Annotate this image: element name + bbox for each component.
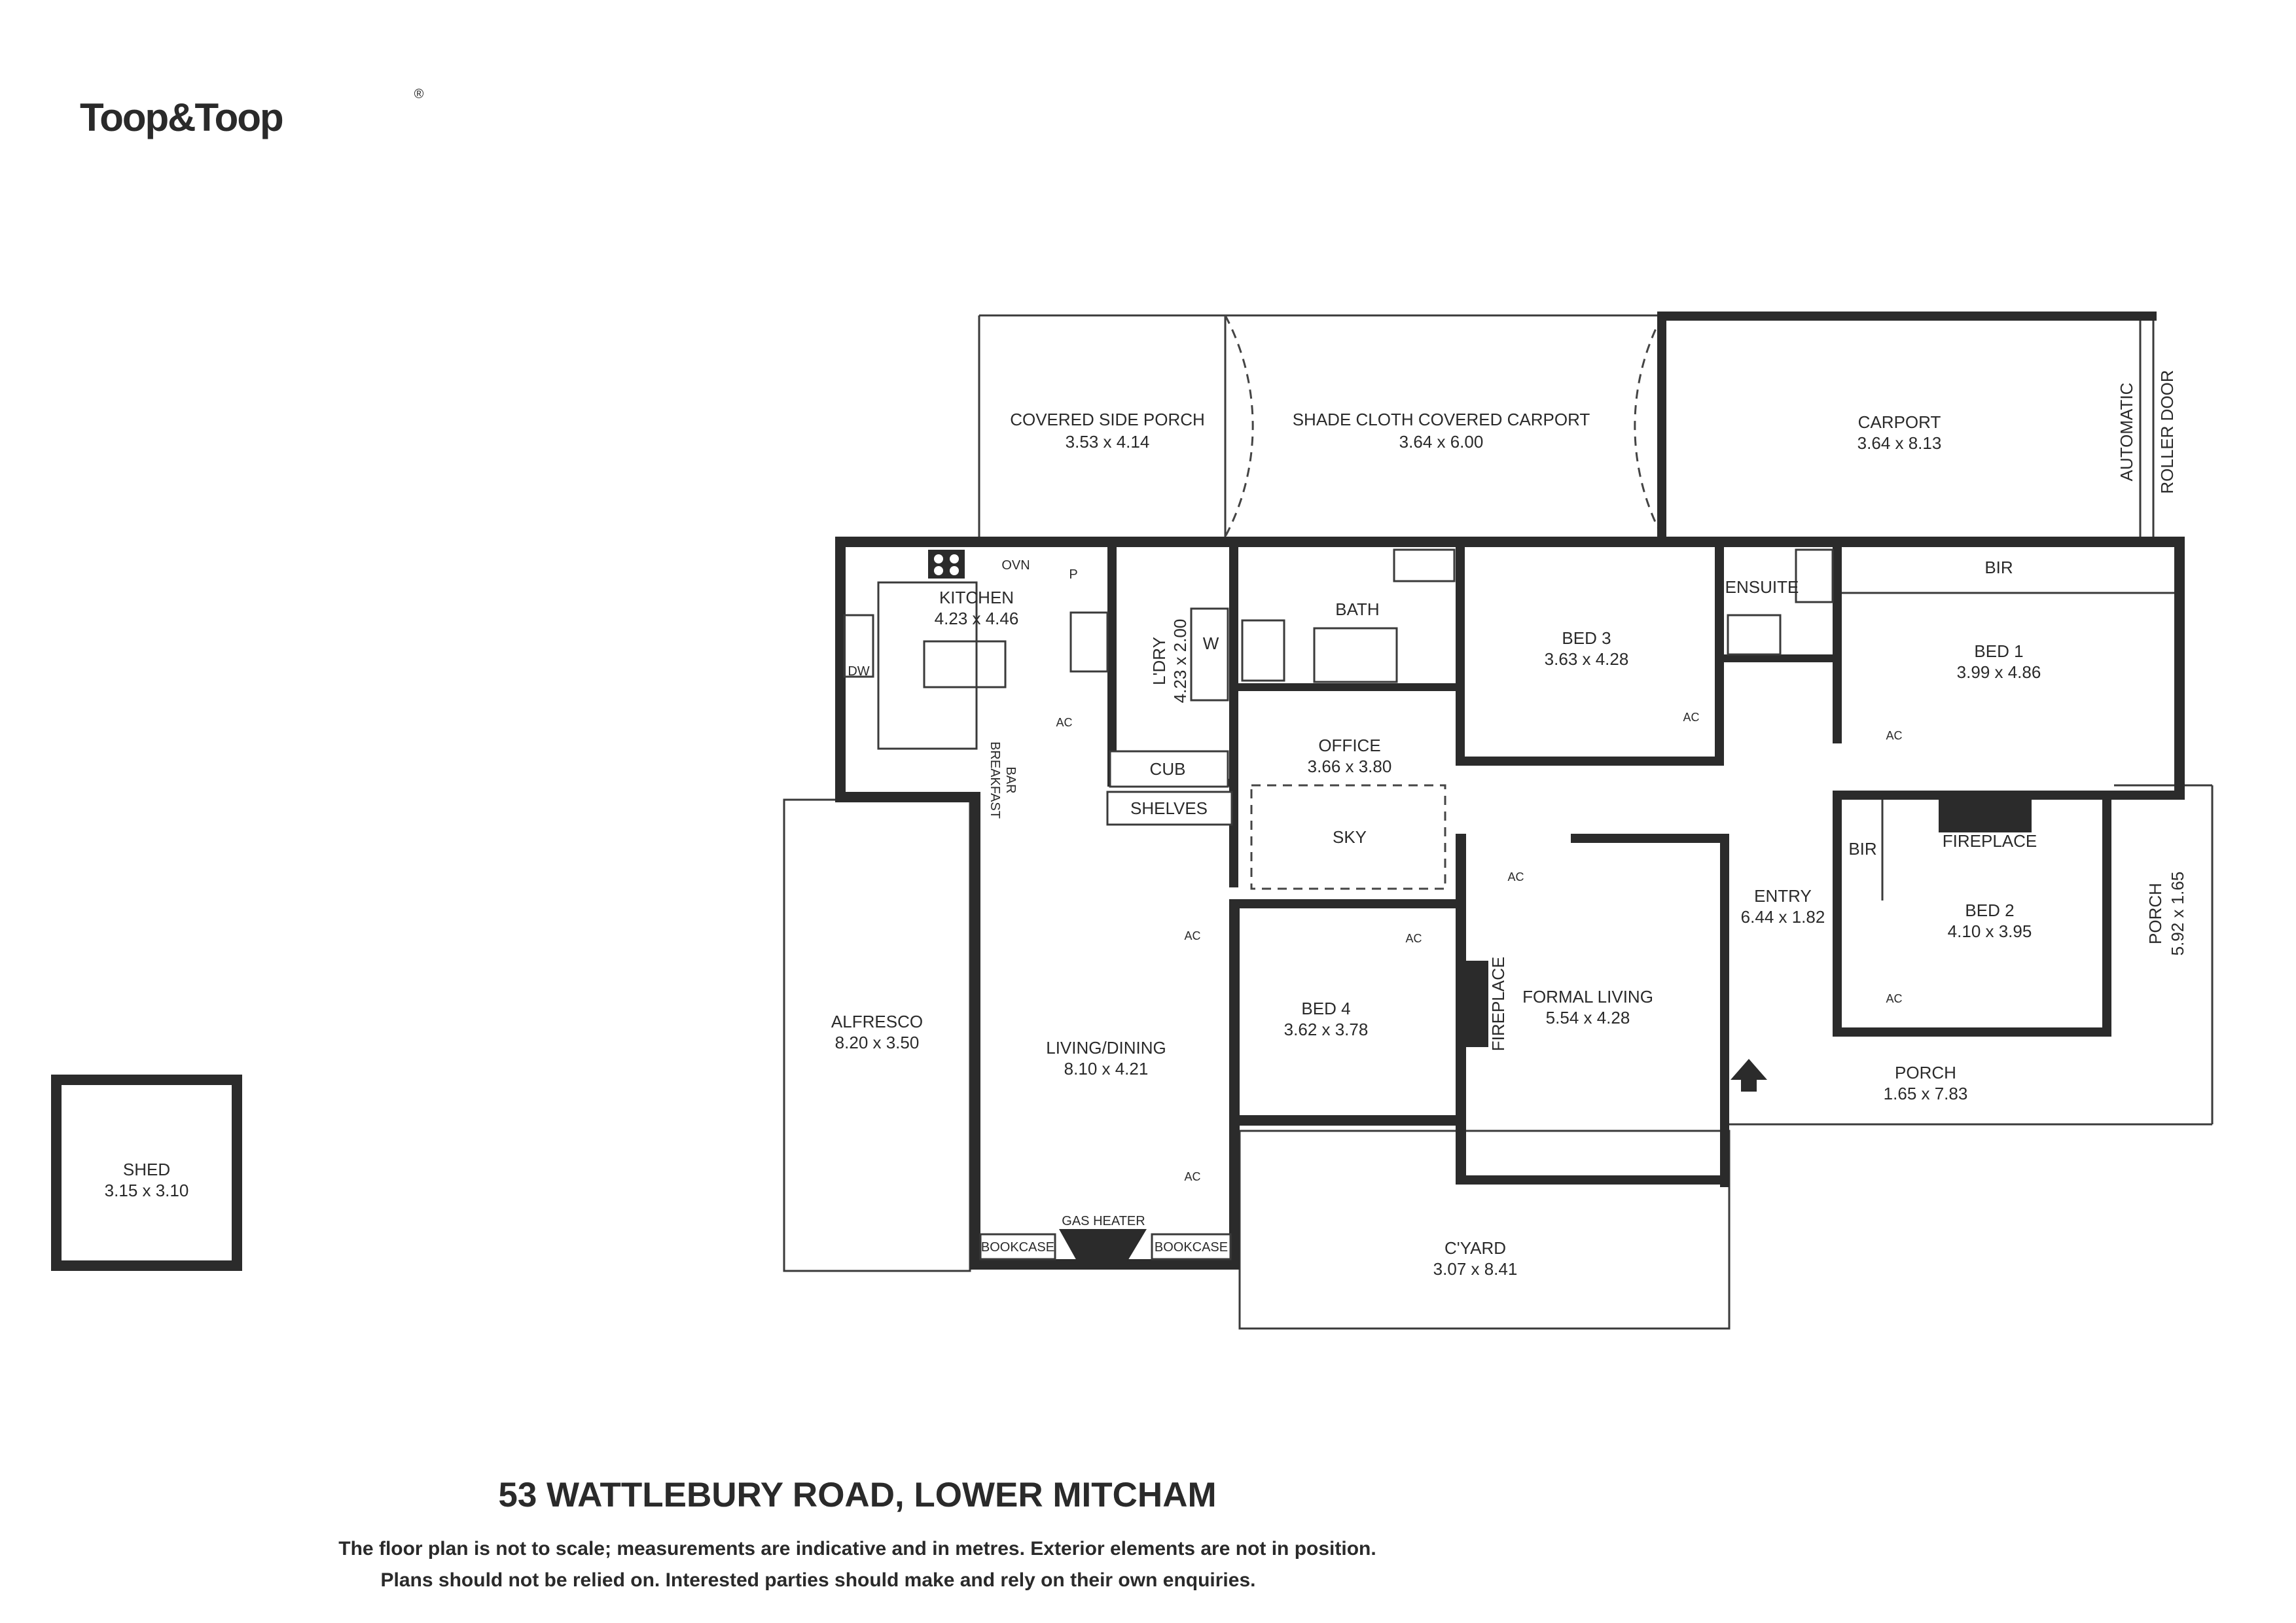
room-living-dining-name: LIVING/DINING <box>1046 1038 1166 1058</box>
dishwasher-label: DW <box>848 664 869 679</box>
bookcase-right-label: BOOKCASE <box>1155 1240 1228 1255</box>
room-porch-front-name: PORCH <box>1895 1063 1956 1082</box>
room-laundry-size: 4.23 x 2.00 <box>1170 619 1190 704</box>
ac-marker: AC <box>1683 711 1699 724</box>
room-formal-living-size: 5.54 x 4.28 <box>1546 1008 1630 1027</box>
room-alfresco-size: 8.20 x 3.50 <box>835 1033 920 1052</box>
skylight-outline <box>1250 784 1446 890</box>
bed2-bir-label: BIR <box>1848 839 1876 859</box>
room-bed4-name: BED 4 <box>1301 999 1350 1018</box>
room-porch-side-name: PORCH <box>2145 883 2165 944</box>
bed2-fireplace-label: FIREPLACE <box>1943 831 2037 851</box>
carport-gate-swing <box>1224 315 1254 537</box>
room-office-size: 3.66 x 3.80 <box>1308 757 1392 776</box>
room-shed-size: 3.15 x 3.10 <box>105 1181 189 1200</box>
formal-fireplace-label: FIREPLACE <box>1488 957 1508 1052</box>
room-shed-name: SHED <box>123 1160 170 1179</box>
oven-label: OVN <box>1001 558 1030 573</box>
room-bed3-name: BED 3 <box>1562 628 1611 648</box>
breakfast-label-2: BAR <box>1003 766 1018 793</box>
room-kitchen-name: KITCHEN <box>939 588 1014 607</box>
automatic-label: AUTOMATIC <box>2117 383 2136 482</box>
brand-logo: Toop&Toop <box>80 96 283 139</box>
room-formal-living-name: FORMAL LIVING <box>1522 987 1653 1007</box>
room-bed4-size: 3.62 x 3.78 <box>1284 1020 1369 1039</box>
washer-label: W <box>1203 633 1219 653</box>
ensuite-label: ENSUITE <box>1725 577 1799 597</box>
room-carport-size: 3.64 x 8.13 <box>1857 433 1942 453</box>
room-kitchen-size: 4.23 x 4.46 <box>935 609 1019 628</box>
disclaimer-line-1: The floor plan is not to scale; measurem… <box>338 1538 1376 1560</box>
fixtures <box>51 548 2174 1271</box>
ac-marker: AC <box>1184 1170 1200 1183</box>
bed1-bir-label: BIR <box>1984 558 2013 577</box>
property-address: 53 WATTLEBURY ROAD, LOWER MITCHAM <box>498 1476 1216 1514</box>
ac-marker: AC <box>1886 992 1902 1005</box>
exterior-walls <box>835 312 2185 1270</box>
cub-label: CUB <box>1150 759 1186 779</box>
room-alfresco-name: ALFRESCO <box>831 1012 923 1031</box>
shelves-label: SHELVES <box>1130 798 1208 818</box>
room-labels: COVERED SIDE PORCH 3.53 x 4.14 SHADE CLO… <box>105 370 2187 1279</box>
room-porch-front-size: 1.65 x 7.83 <box>1884 1084 1968 1103</box>
ac-marker: AC <box>1405 932 1422 945</box>
room-shade-carport-size: 3.64 x 6.00 <box>1399 432 1484 452</box>
ac-marker: AC <box>1056 716 1072 729</box>
room-entry-size: 6.44 x 1.82 <box>1741 907 1825 927</box>
sky-label: SKY <box>1333 827 1367 847</box>
room-courtyard-size: 3.07 x 8.41 <box>1433 1259 1518 1279</box>
room-bed1-size: 3.99 x 4.86 <box>1957 662 2041 682</box>
ac-marker: AC <box>1507 870 1524 883</box>
room-covered-side-porch-size: 3.53 x 4.14 <box>1066 432 1150 452</box>
breakfast-label-1: BREAKFAST <box>988 741 1002 819</box>
roller-door-label: ROLLER DOOR <box>2157 370 2177 493</box>
bookcase-left-label: BOOKCASE <box>981 1240 1054 1255</box>
room-laundry-name: L'DRY <box>1149 637 1169 685</box>
ac-marker: AC <box>1886 729 1902 742</box>
ac-marker: AC <box>1184 929 1200 942</box>
room-bed2-name: BED 2 <box>1965 901 2014 920</box>
room-bed1-name: BED 1 <box>1974 641 2023 661</box>
room-entry-name: ENTRY <box>1754 886 1812 906</box>
bath-label: BATH <box>1335 599 1379 619</box>
room-porch-side-size: 5.92 x 1.65 <box>2168 872 2187 956</box>
room-bed2-size: 4.10 x 3.95 <box>1948 921 2032 941</box>
room-carport-name: CARPORT <box>1858 412 1941 432</box>
room-covered-side-porch-name: COVERED SIDE PORCH <box>1010 410 1205 429</box>
room-shade-carport-name: SHADE CLOTH COVERED CARPORT <box>1293 410 1590 429</box>
disclaimer-line-2: Plans should not be relied on. Intereste… <box>381 1569 1256 1591</box>
room-bed3-size: 3.63 x 4.28 <box>1545 649 1629 669</box>
room-courtyard-name: C'YARD <box>1444 1238 1506 1258</box>
pantry-label: P <box>1069 567 1077 582</box>
room-living-dining-size: 8.10 x 4.21 <box>1064 1059 1149 1079</box>
gas-heater-label: GAS HEATER <box>1062 1214 1145 1228</box>
room-office-name: OFFICE <box>1318 736 1380 755</box>
registered-mark: ® <box>414 87 424 101</box>
carport-gate-swing-2 <box>1634 315 1664 537</box>
